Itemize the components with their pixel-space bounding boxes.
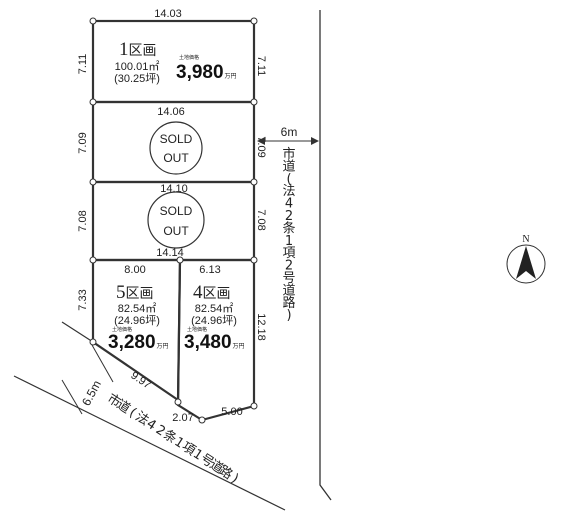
lot-5-price: 3,280万円 bbox=[108, 332, 169, 353]
dim-top: 14.03 bbox=[154, 8, 182, 20]
southwest-road-width-line bbox=[91, 344, 114, 383]
lot-4-area-sqm: 82.54㎡ bbox=[195, 302, 234, 315]
east-road-char: 4 bbox=[285, 197, 293, 212]
lot-2[interactable]: SOLD OUT bbox=[149, 121, 203, 175]
lot-3-out-text: OUT bbox=[163, 224, 189, 238]
lot-4-area-tsubo: (24.96坪) bbox=[191, 314, 237, 327]
dim-line-1-2: 14.06 bbox=[157, 106, 185, 118]
east-road-char: ( bbox=[286, 172, 291, 187]
east-road-char: 条 bbox=[282, 220, 295, 236]
southwest-road-width: 6.5m bbox=[79, 378, 104, 408]
dim-lot2-left: 7.09 bbox=[77, 132, 89, 153]
east-road-char: 道 bbox=[282, 159, 295, 174]
east-road-width: 6m bbox=[281, 125, 298, 139]
lot-3-sold-text: SOLD bbox=[160, 204, 193, 218]
dim-lot3-right: 7.08 bbox=[255, 209, 267, 230]
dim-lot1-left: 7.11 bbox=[77, 54, 89, 75]
lot-1-price-label: 土地価格 bbox=[179, 54, 199, 61]
dim-lot4-top: 6.13 bbox=[199, 264, 220, 276]
lot-2-sold-badge bbox=[149, 121, 203, 175]
southwest-road bbox=[13, 321, 286, 511]
north-compass: N bbox=[506, 234, 546, 284]
dim-lot4-bottom: 5.00 bbox=[221, 406, 242, 418]
lot-1-price: 3,980万円 bbox=[176, 62, 237, 83]
east-road-arrow-right-icon bbox=[311, 137, 319, 145]
lot-3[interactable]: SOLD OUT bbox=[147, 191, 205, 249]
lot-1-number: 1区画 bbox=[119, 39, 157, 60]
southwest-road-edge-inner bbox=[61, 321, 94, 343]
dim-lot5-top: 8.00 bbox=[124, 264, 145, 276]
lot-5-area-sqm: 82.54㎡ bbox=[118, 302, 157, 315]
lot-3-sold-badge bbox=[147, 191, 205, 249]
east-road-char: 市 bbox=[282, 146, 295, 162]
lot-2-sold-text: SOLD bbox=[160, 132, 193, 146]
southwest-road-edge-outer bbox=[13, 375, 286, 511]
east-road-char: 2 bbox=[285, 209, 293, 224]
lot-5-area-tsubo: (24.96坪) bbox=[114, 314, 160, 327]
lot-4-price-label: 土地価格 bbox=[187, 326, 207, 333]
dim-lot4-right: 12.18 bbox=[255, 313, 267, 341]
east-road-char: 項 bbox=[282, 246, 295, 261]
east-road-arrow-left-icon bbox=[257, 137, 265, 145]
southwest-road-width-line-lower bbox=[61, 379, 83, 415]
lot-4-outline bbox=[176, 258, 256, 422]
east-road-char: 2 bbox=[285, 259, 293, 274]
lot-2-out-text: OUT bbox=[163, 151, 189, 165]
lot-1[interactable]: 1区画 100.01㎡ (30.25坪) 土地価格 3,980万円 bbox=[114, 39, 236, 85]
lot-5-price-label: 土地価格 bbox=[112, 326, 132, 333]
dim-lot5-left: 7.33 bbox=[77, 289, 89, 310]
compass-north-label: N bbox=[522, 234, 529, 245]
east-road-char: 路 bbox=[282, 295, 295, 311]
lot-5-number: 5区画 bbox=[116, 282, 154, 303]
east-road-char: ) bbox=[286, 308, 291, 323]
lot-4[interactable]: 4区画 82.54㎡ (24.96坪) 土地価格 3,480万円 bbox=[184, 282, 245, 353]
lot-1-area-sqm: 100.01㎡ bbox=[115, 60, 160, 73]
east-road bbox=[319, 10, 332, 501]
lot-4-price: 3,480万円 bbox=[184, 332, 245, 353]
east-road-char: 道 bbox=[282, 283, 295, 298]
dim-line-3-45: 14.14 bbox=[156, 247, 184, 259]
east-road-char: 号 bbox=[282, 271, 295, 286]
dim-lot5-diagonal: 9.97 bbox=[128, 370, 152, 392]
east-road-char: 1 bbox=[285, 234, 293, 249]
dim-lot3-left: 7.08 bbox=[77, 210, 89, 231]
east-road-edge bbox=[319, 10, 332, 501]
lot-4-number: 4区画 bbox=[193, 282, 231, 303]
lot-1-area-tsubo: (30.25坪) bbox=[114, 72, 160, 85]
survey-markers bbox=[89, 17, 258, 424]
dim-lot1-right: 7.11 bbox=[255, 56, 267, 77]
lot-5[interactable]: 5区画 82.54㎡ (24.96坪) 土地価格 3,280万円 bbox=[108, 282, 169, 353]
east-road-char: 法 bbox=[282, 184, 295, 199]
compass-arrow-icon bbox=[516, 246, 536, 279]
dim-corner-cut: 2.07 bbox=[172, 412, 193, 424]
